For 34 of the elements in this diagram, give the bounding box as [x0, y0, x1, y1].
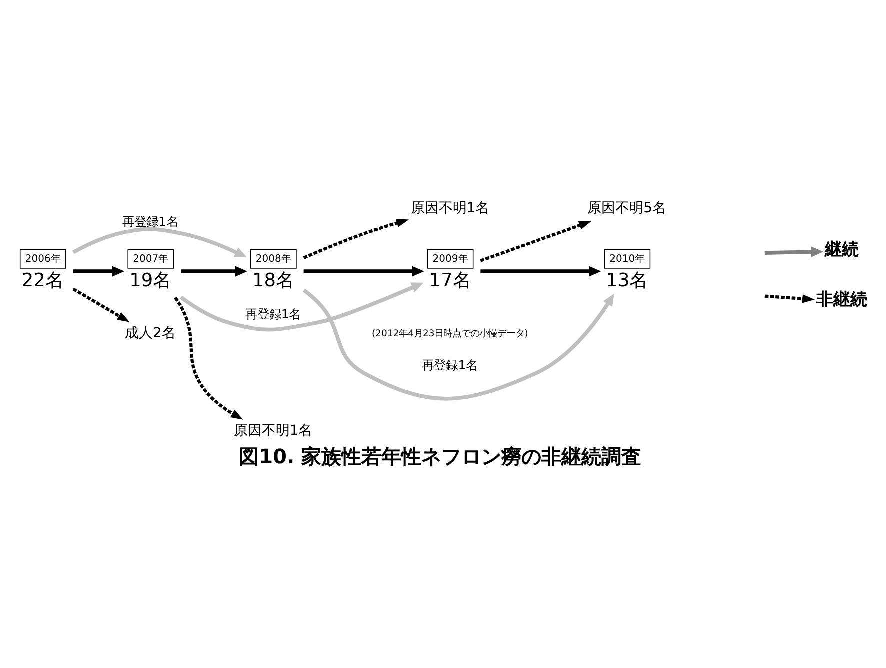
- node-text: 原因不明1名: [234, 422, 313, 438]
- node-text: 原因不明1名: [410, 200, 490, 216]
- node-box: 2006年: [20, 249, 66, 268]
- node-label: 22名: [22, 270, 64, 291]
- arrow: [73, 266, 125, 276]
- arrow: [72, 226, 248, 258]
- node-box: 2010年: [604, 249, 651, 268]
- node-box: 2009年: [427, 249, 474, 268]
- label: (2012年4月23日時点での小慢データ): [372, 328, 528, 340]
- arrow: [304, 266, 424, 276]
- arrow: [72, 287, 130, 322]
- node-text: 非継続: [816, 290, 868, 310]
- node-label: 17名: [429, 270, 472, 291]
- node-box: 2008年: [250, 249, 297, 268]
- arrow: [480, 220, 592, 262]
- edge-label: 再登録1名: [422, 358, 478, 372]
- arrow: [764, 246, 824, 257]
- node-text: 原因不明5名: [588, 200, 666, 216]
- node-text: 成人2名: [125, 325, 176, 342]
- arrow: [180, 282, 424, 332]
- arrow: [764, 294, 815, 303]
- node-label: 19名: [130, 270, 172, 291]
- node-box: 2007年: [128, 249, 174, 268]
- arrow: [303, 218, 410, 259]
- node-text: 継続: [825, 240, 860, 260]
- arrow: [174, 296, 244, 420]
- node-label: 18名: [252, 270, 296, 291]
- arrow: [181, 266, 248, 276]
- arrow: [302, 288, 614, 400]
- caption: 図10. 家族性若年性ネフロン癆の非継続調査: [239, 444, 642, 468]
- arrow: [480, 266, 602, 276]
- edge-label: 再登録1名: [122, 214, 178, 228]
- node-label: 13名: [606, 270, 649, 291]
- edge-label: 再登録1名: [245, 307, 302, 322]
